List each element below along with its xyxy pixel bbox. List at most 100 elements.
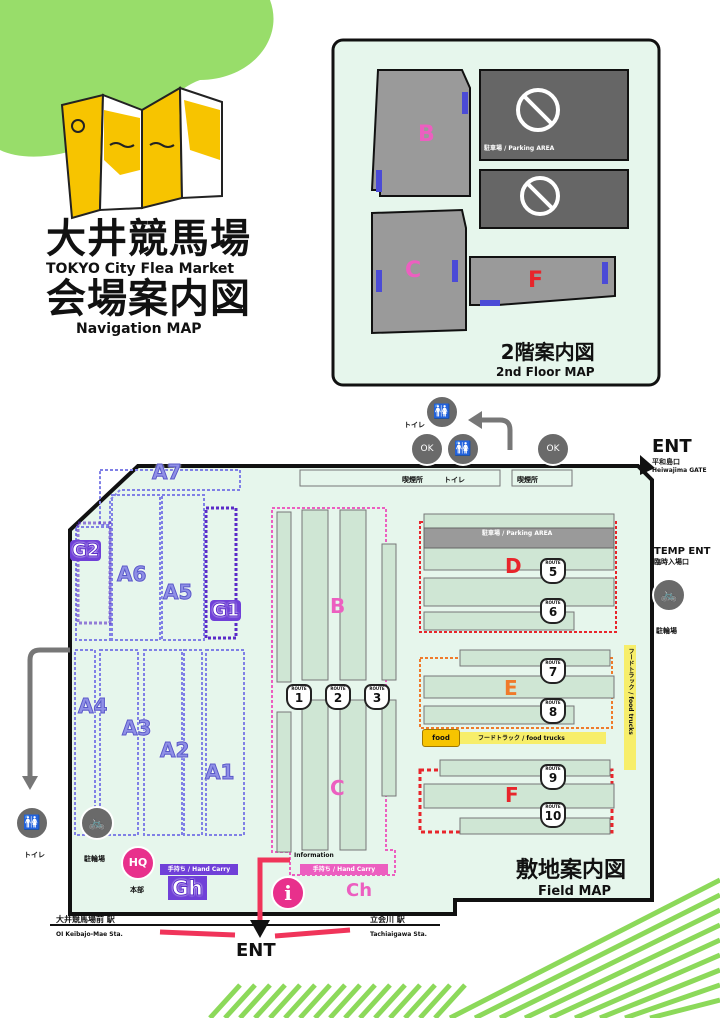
route-number: 2: [333, 691, 343, 705]
zone-a4: A4: [77, 694, 108, 719]
zone-gh: Gh: [168, 876, 207, 901]
ent-top-ja: 平和島口: [652, 458, 680, 466]
folded-map-icon: [60, 86, 223, 220]
station-right-ja: 立会川 駅: [370, 915, 405, 924]
no-parking-icon: [516, 88, 560, 132]
title-venue: 大井競馬場: [46, 216, 251, 262]
route-number: 6: [548, 605, 558, 619]
route-number: 1: [294, 691, 304, 705]
route-number: 10: [544, 809, 562, 823]
bicycle-pin-left: 🚲: [80, 806, 114, 840]
toilet-pin-top-label: トイレ: [404, 421, 425, 429]
zone-f: F: [505, 783, 519, 807]
ent-top-label: ENT: [652, 436, 692, 457]
zone-ch: Ch: [346, 880, 373, 901]
zone-a7: A7: [151, 460, 182, 485]
route-number: 5: [548, 565, 558, 579]
zone-a1: A1: [204, 760, 235, 785]
zone-g2: G2: [70, 540, 102, 562]
title-nav: Navigation MAP: [76, 321, 202, 337]
floor2-parking-label: 駐車場 / Parking AREA: [484, 145, 555, 152]
route-number: 3: [372, 691, 382, 705]
zone-a3: A3: [121, 716, 152, 741]
bicycle-right-label: 駐輪場: [656, 627, 677, 635]
floor2-area-b: B: [418, 122, 435, 147]
food-trucks-label: フードトラック / food trucks: [478, 735, 565, 742]
smoking-ok-pin: OK: [410, 432, 444, 466]
station-left-en: OI Keibajo-Mae Sta.: [56, 931, 123, 938]
toilet-pin-top: 🚻: [425, 395, 459, 429]
information-icon: i: [271, 876, 305, 910]
zone-g1: G1: [210, 600, 242, 622]
route-sign-word: ROUTE: [330, 686, 346, 691]
bicycle-pin-right: 🚲: [652, 578, 686, 612]
zone-d: D: [505, 554, 522, 578]
route-sign-word: ROUTE: [545, 560, 561, 565]
hand-carry-left-label: 手持ち / Hand Carry: [167, 866, 231, 873]
temp-ent-label: TEMP ENT: [654, 546, 711, 557]
food-truck-label: food: [432, 734, 450, 742]
station-right-en: Tachiaigawa Sta.: [370, 931, 427, 938]
information-icon-letter: i: [284, 881, 292, 905]
zone-c: C: [330, 776, 345, 800]
route-number: 8: [548, 705, 558, 719]
field-title-en: Field MAP: [538, 884, 611, 899]
route-sign-word: ROUTE: [291, 686, 307, 691]
floor2-area-c: C: [405, 258, 422, 283]
bicycle-left-label: 駐輪場: [84, 855, 105, 863]
ent-top-en: Heiwajima GATE: [652, 467, 707, 474]
title-event: TOKYO City Flea Market: [46, 261, 235, 277]
hand-carry-left: 手持ち / Hand Carry: [160, 864, 238, 875]
station-left: 大井競馬場前 駅 OI Keibajo-Mae Sta.: [56, 914, 123, 938]
ent-bottom-label: ENT: [236, 940, 276, 961]
toilet-pin-mid: 🚻: [446, 432, 480, 466]
hand-carry-right: 手持ち / Hand Carry: [300, 864, 388, 875]
title-guide: 会場案内図: [46, 276, 251, 322]
floor2-title: 2階案内図 2nd Floor MAP: [496, 336, 595, 379]
hand-carry-right-label: 手持ち / Hand Carry: [312, 866, 376, 873]
toilet-left-label: トイレ: [24, 851, 45, 859]
temp-ent: TEMP ENT 臨時入場口: [654, 546, 710, 567]
floor2-title-ja: 2階案内図: [500, 340, 595, 364]
information-label: Information: [294, 852, 334, 859]
zone-a2: A2: [159, 738, 190, 763]
zone-e: E: [504, 676, 518, 700]
smoking-ok-pin-right: OK: [536, 432, 570, 466]
no-parking-icon: [520, 176, 560, 216]
floor2-area-f: F: [528, 268, 544, 293]
field-parking-label: 駐車場 / Parking AREA: [482, 530, 553, 537]
zone-a6: A6: [116, 562, 147, 587]
route-sign-word: ROUTE: [545, 766, 561, 771]
smoking-ok-label: OK: [420, 444, 434, 454]
route-sign-word: ROUTE: [545, 804, 561, 809]
station-left-ja: 大井競馬場前 駅: [56, 915, 115, 924]
hq-pin: HQ: [121, 846, 155, 880]
page-title: 大井競馬場 TOKYO City Flea Market 会場案内図 Navig…: [46, 218, 276, 338]
route-sign-word: ROUTE: [545, 660, 561, 665]
toilet-top-label: トイレ: [444, 476, 465, 484]
food-trucks-vertical: フードトラック / food trucks: [627, 648, 634, 735]
ent-top: ENT 平和島口 Heiwajima GATE: [652, 436, 707, 474]
station-right: 立会川 駅 Tachiaigawa Sta.: [370, 914, 427, 938]
field-map-title: 敷地案内図 Field MAP: [516, 852, 626, 899]
food-truck-icon: food: [422, 729, 460, 747]
route-number: 7: [548, 665, 558, 679]
hq-label: HQ: [128, 856, 148, 869]
route-sign-word: ROUTE: [545, 600, 561, 605]
route-sign-word: ROUTE: [369, 686, 385, 691]
smoking-area-right: 喫煙所: [517, 476, 538, 484]
zone-b: B: [330, 594, 346, 618]
temp-ent-ja: 臨時入場口: [654, 558, 689, 566]
floor2-title-en: 2nd Floor MAP: [496, 365, 595, 379]
field-title-ja: 敷地案内図: [516, 858, 627, 883]
